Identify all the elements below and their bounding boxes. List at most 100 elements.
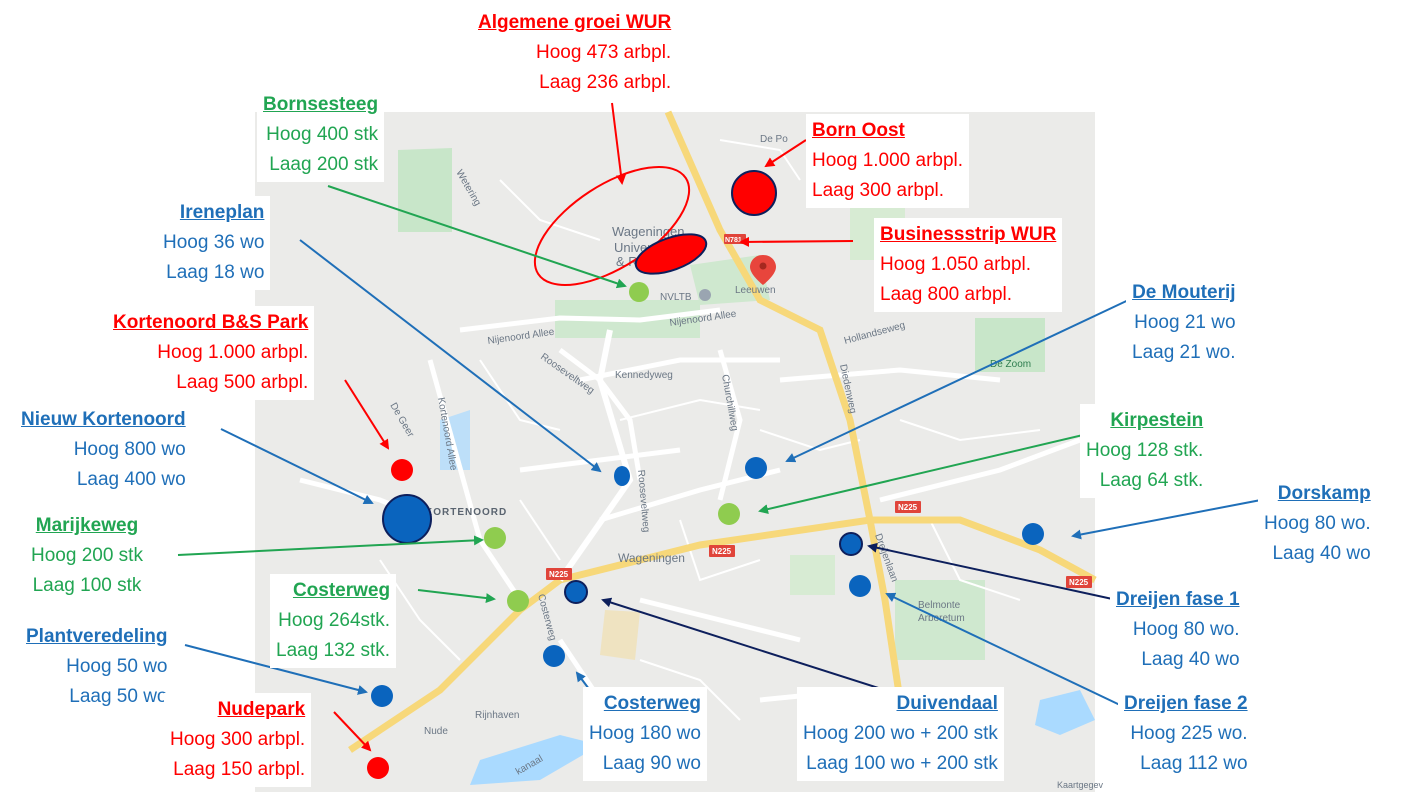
callout-businessstrip: Businessstrip WUR Hoog 1.050 arbpl. Laag… [874,218,1063,312]
callout-hoog: Hoog 1.000 arbpl. [812,150,964,171]
arrow-kortenoord-bs [344,379,390,450]
callout-hoog: Hoog 200 stk [31,545,143,566]
park-area [398,148,452,232]
road-shield-label: N225 [549,570,569,579]
road-shield: N225 [709,545,735,557]
callout-title: Algemene groei WUR [478,12,672,33]
arrow-plantveredeling [184,644,368,695]
callout-hoog: Hoog 180 wo [589,723,701,744]
marker-dorskamp [1022,523,1044,545]
map-label-rooseveltweg-2: Rooseveltweg [635,469,651,533]
callout-laag: Laag 150 arbpl. [173,759,306,780]
marker-kortenoord-bs [391,459,413,481]
map-label-de-zoom: De Zoom [990,359,1031,370]
callout-hoog: Hoog 1.000 arbpl. [157,342,309,363]
callout-arrows [177,102,1288,752]
callout-title: Duivendaal [896,693,998,714]
arrow-nudepark [333,711,372,752]
callout-hoog: Hoog 473 arbpl. [535,42,672,63]
callout-title: Costerweg [603,693,701,714]
map-label-nvltb: NVLTB [660,292,692,303]
callout-kirpestein: Kirpestein Hoog 128 stk. Laag 64 stk. [1080,404,1210,498]
callout-laag: Laag 800 arbpl. [880,284,1013,305]
marker-dreijen2 [849,575,871,597]
marker-de-mouterij [745,457,767,479]
arrow-dreijen1 [867,542,1118,601]
arrow-dreijen2 [885,592,1121,706]
arrow-businessstrip [739,236,854,247]
callout-title: Kirpestein [1110,410,1204,431]
callout-laag: Laag 40 wo [1272,543,1371,564]
callout-hoog: Hoog 264stk. [278,610,391,631]
callout-nudepark: Nudepark Hoog 300 arbpl. Laag 150 arbpl. [164,693,312,787]
callout-costerweg-blue: Costerweg Hoog 180 wo Laag 90 wo [583,687,707,781]
callout-hoog: Hoog 200 wo + 200 stk [803,723,998,744]
callout-laag: Laag 400 wo [76,469,186,490]
marker-born-oost [731,170,777,216]
callout-title: Dreijen fase 1 [1116,589,1240,610]
callout-hoog: Hoog 80 wo. [1132,619,1240,640]
callout-bornsesteeg: Bornsesteeg Hoog 400 stk Laag 200 stk [257,88,385,182]
road-shield-label: N781 [725,237,742,244]
callout-laag: Laag 64 stk. [1099,470,1204,491]
callout-title: Born Oost [812,120,905,141]
marker-businessstrip [634,233,708,275]
callout-title: Plantveredeling [26,626,168,647]
map-label-de-po: De Po [760,134,788,145]
green-small [790,555,835,595]
callout-laag: Laag 500 arbpl. [176,372,309,393]
map-label-belmonte: Belmonte [918,600,961,611]
callout-dorskamp: Dorskamp Hoog 80 wo. Laag 40 wo [1258,477,1377,571]
map-label-rijnhaven: Rijnhaven [475,710,519,721]
callout-hoog: Hoog 80 wo. [1264,513,1371,534]
arrow-marijkeweg [177,535,484,556]
canal-water [470,735,600,785]
callout-title: Ireneplan [179,202,265,223]
road-shield-label: N225 [1069,578,1089,587]
arrow-born-oost [764,139,807,168]
marker-dreijen1 [839,532,863,556]
arrow-ireneplan [299,239,602,473]
road-shield: N225 [546,568,572,580]
callout-nieuw-kortenoord: Nieuw Kortenoord Hoog 800 wo Laag 400 wo [15,403,192,497]
callout-laag: Laag 90 wo [602,753,701,774]
callout-kortenoord-bs: Kortenoord B&S Park Hoog 1.000 arbpl. La… [107,306,315,400]
callout-title: Nudepark [217,699,306,720]
map-markers [367,166,1044,779]
callout-costerweg-green: Costerweg Hoog 264stk. Laag 132 stk. [270,574,397,668]
callout-title: Dorskamp [1277,483,1371,504]
callout-hoog: Hoog 800 wo [73,439,186,460]
callout-hoog: Hoog 36 wo [163,232,265,253]
road-shield-label: N225 [712,547,732,556]
callout-title: Businessstrip WUR [880,224,1057,245]
arrow-dorskamp [1071,494,1288,540]
map-label-kortenoord: KORTENOORD [425,507,507,518]
callout-laag: Laag 200 stk [269,154,379,175]
callout-de-mouterij: De Mouterij Hoog 21 wo Laag 21 wo. [1126,276,1242,370]
marker-algemene-groei-ellipse [533,166,691,286]
road-n225 [348,516,1097,753]
arrow-kirpestein [758,426,1118,515]
callout-hoog: Hoog 50 wo [66,656,168,677]
callout-hoog: Hoog 300 arbpl. [170,729,306,750]
callout-dreijen1: Dreijen fase 1 Hoog 80 wo. Laag 40 wo [1110,583,1246,677]
map-label-kaartgegevens: Kaartgegev [1057,780,1104,790]
callout-laag: Laag 100 wo + 200 stk [806,753,998,774]
minor-streets [379,139,1041,721]
map-label-arboretum: Arboretum [918,613,965,624]
arrow-de-mouterij [785,295,1138,463]
callout-title: Marijkeweg [35,515,139,536]
callout-laag: Laag 50 wo [69,686,168,707]
de-zoom-park [975,318,1045,372]
callout-marijkeweg: Marijkeweg Hoog 200 stk Laag 100 stk [25,509,149,603]
arrow-nieuw-kortenoord [220,428,374,504]
callout-duivendaal: Duivendaal Hoog 200 wo + 200 stk Laag 10… [797,687,1004,781]
map-label-kennedyweg: Kennedyweg [615,370,673,381]
road-rooseveltweg [557,329,634,582]
map-label-leeuwen: Leeuwen [735,285,776,296]
callout-title: Costerweg [292,580,391,601]
place-pin-icon [699,289,711,301]
marker-plantveredeling [371,685,393,707]
river-water [1035,690,1095,735]
map-label-nude: Nude [424,726,448,737]
